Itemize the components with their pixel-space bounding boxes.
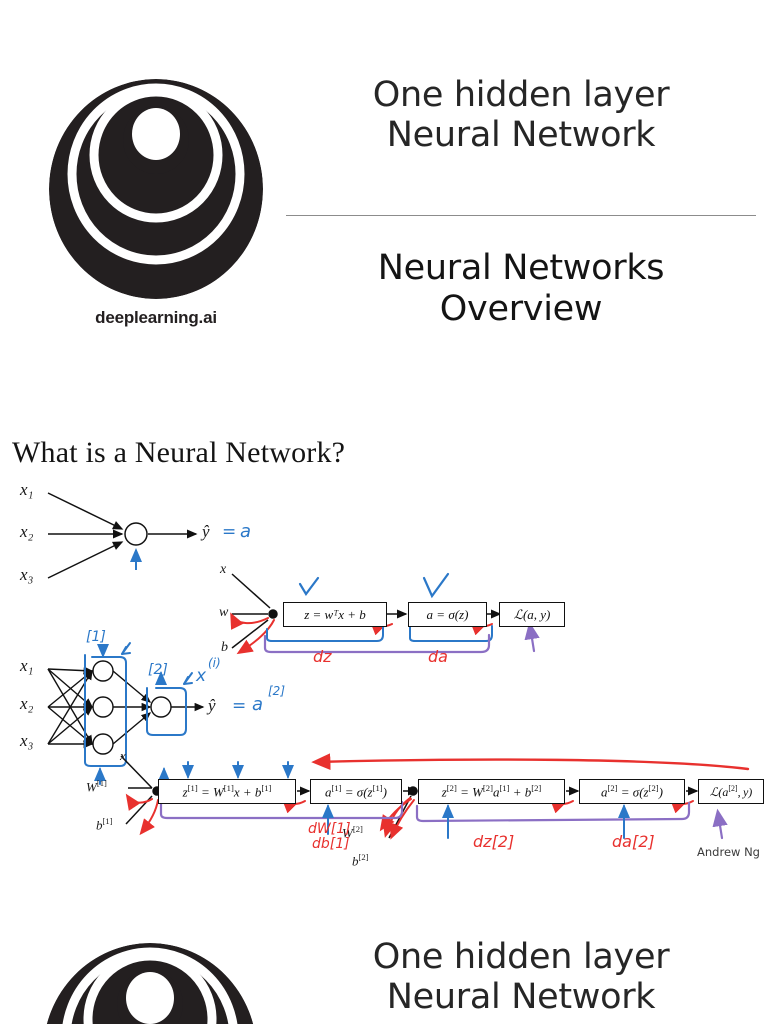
logistic-input-b: b	[221, 640, 228, 655]
next-slide-logo-icon	[43, 943, 257, 1024]
ink-layer1-tag: [1]	[86, 629, 106, 645]
ink-example-superscript: (i)	[208, 656, 221, 670]
next-slide-title-line-2: Neural Network	[386, 976, 656, 1017]
ink-example-tag: x	[196, 666, 207, 686]
network-box-loss-text: ℒ(a[2], y)	[709, 783, 753, 799]
ink-up-arrows-network	[322, 804, 630, 839]
ink-output-a-single: a	[240, 521, 252, 542]
ink-layer-brackets	[84, 654, 187, 767]
ink-down-arrows-box1	[182, 761, 294, 779]
single-neuron-input-x2: x₂	[20, 522, 34, 541]
ink-dz2-sup: [2]	[491, 832, 515, 851]
logistic-input-x: x	[220, 562, 227, 577]
network-graph-input-b2: b[2]	[352, 852, 369, 869]
network-x-label: x	[120, 748, 126, 763]
brand-logo-caption: deeplearning.ai	[95, 308, 217, 327]
ink-output-equals-single: =	[222, 522, 237, 542]
next-slide-preview: One hidden layer Neural Network	[0, 920, 768, 1024]
slide-title-line-2: Neural Network	[386, 114, 656, 155]
network-box-loss: ℒ(a[2], y)	[698, 779, 764, 804]
ink-purple-arrow-loss-network	[712, 808, 728, 840]
next-slide-title-line-1: One hidden layer	[372, 937, 670, 977]
diagram-vector-layer	[47, 492, 750, 840]
single-neuron-output-yhat: ŷ	[202, 522, 210, 541]
network-graph-input-W1: W[1]	[86, 778, 107, 795]
single-neuron-input-x3: x₃	[20, 565, 34, 584]
network-box-z1-text: z[1] = W[1]x + b[1]	[182, 782, 272, 800]
network-input-x3: x₃	[20, 731, 34, 750]
logistic-box-loss: ℒ(a, y)	[499, 602, 565, 627]
author-attribution: Andrew Ng	[697, 845, 760, 859]
ink-da2-sup: [2]	[631, 832, 655, 851]
logistic-box-z: z = wᵀx + b	[283, 602, 387, 627]
ink-dW1-sup: [1]	[330, 821, 351, 837]
slide-subtitle-line-2: Overview	[439, 289, 603, 330]
single-neuron-input-x1: x₁	[20, 480, 34, 499]
neural-network-diagram: x₁ x₂ x₃ ŷ = a x w b z = wᵀx + b a = σ(z…	[0, 466, 768, 870]
ink-da2: da[2]	[612, 832, 655, 851]
ink-purple-bracket-logistic	[263, 633, 491, 654]
single-neuron-graph	[47, 492, 198, 579]
ink-purple-arrow-loss-logistic	[524, 621, 540, 653]
ink-dW1: dW[1]	[308, 821, 351, 837]
ink-blue-brackets-logistic	[266, 625, 493, 642]
section-heading: What is a Neural Network?	[12, 436, 346, 469]
brand-logo-block: deeplearning.ai	[42, 78, 270, 328]
ink-db1-sup: [1]	[329, 836, 350, 852]
ink-check-marks-logistic	[298, 572, 450, 599]
slide-title: One hidden layer Neural Network	[286, 75, 756, 156]
slide-header: deeplearning.ai One hidden layer Neural …	[0, 0, 768, 400]
slide-subtitle-line-1: Neural Networks	[377, 248, 665, 288]
slide-subtitle: Neural Networks Overview	[286, 248, 756, 331]
ink-da-logistic: da	[428, 647, 448, 666]
network-box-z2-text: z[2] = W[2]a[1] + b[2]	[441, 782, 542, 800]
ink-layer2-tag: [2]	[148, 662, 168, 678]
ink-purple-brackets-network	[159, 800, 691, 823]
ink-layer-arrows	[94, 642, 193, 787]
logistic-box-a: a = σ(z)	[408, 602, 487, 627]
network-box-a1: a[1] = σ(z[1])	[310, 779, 402, 804]
ink-db1: db[1]	[312, 836, 350, 852]
ink-dz2: dz[2]	[473, 832, 514, 851]
ink-output-equals-network: =	[232, 696, 247, 716]
network-input-x1: x₁	[20, 656, 34, 675]
network-output-yhat: ŷ	[208, 696, 216, 715]
ink-dz2-text: dz	[473, 832, 492, 851]
network-box-a2: a[2] = σ(z[2])	[579, 779, 685, 804]
ink-output-a-superscript: [2]	[268, 684, 285, 698]
network-graph-input-W2: W[2]	[342, 824, 363, 841]
network-box-a2-text: a[2] = σ(z[2])	[601, 782, 663, 800]
network-input-x2: x₂	[20, 694, 34, 713]
deeplearning-ai-logo-icon	[49, 79, 263, 299]
network-box-z1: z[1] = W[1]x + b[1]	[158, 779, 296, 804]
title-divider	[286, 215, 756, 216]
network-graph-input-b1: b[1]	[96, 816, 113, 833]
ink-output-a-network: a	[252, 694, 264, 715]
network-box-a1-text: a[1] = σ(z[1])	[325, 782, 387, 800]
ink-dz-logistic: dz	[313, 647, 332, 666]
next-slide-title: One hidden layer Neural Network	[286, 937, 756, 1018]
ink-db1-text: db	[312, 836, 330, 852]
ink-dW1-text: dW	[308, 821, 331, 837]
logistic-input-w: w	[219, 605, 229, 620]
ink-da2-text: da	[612, 832, 632, 851]
slide-title-line-1: One hidden layer	[372, 75, 670, 115]
network-box-z2: z[2] = W[2]a[1] + b[2]	[418, 779, 565, 804]
ink-long-backprop-arrow	[311, 753, 750, 771]
